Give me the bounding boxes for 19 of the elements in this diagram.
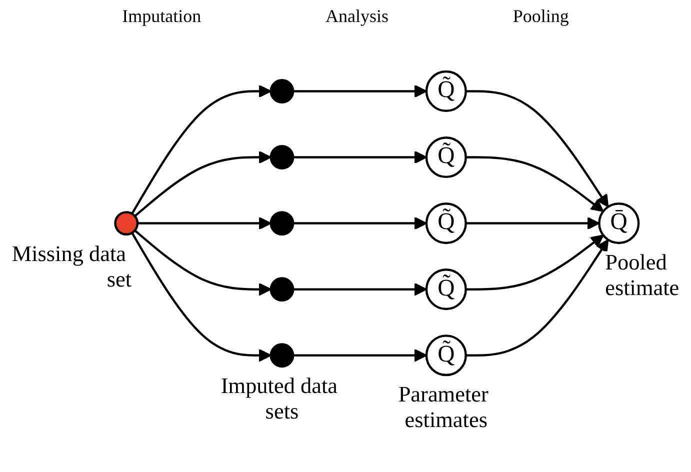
circle-node: Q̄ xyxy=(598,202,640,244)
circle-node xyxy=(270,79,294,104)
node-caption: Parameter estimates xyxy=(398,382,488,432)
node-caption: Imputed data sets xyxy=(220,373,338,424)
circle-node xyxy=(270,343,294,368)
circle-node: Q̃ xyxy=(425,334,467,376)
circle-node: Q̃ xyxy=(425,136,467,178)
node-caption: Missing data set xyxy=(12,241,132,292)
circle-node xyxy=(270,277,294,302)
column-heading: Pooling xyxy=(512,6,569,28)
circle-node xyxy=(270,145,294,170)
node-caption: Pooled estimate xyxy=(605,250,680,300)
circle-node: Q̃ xyxy=(425,70,467,112)
circle-node: Q̃ xyxy=(425,202,467,244)
circle-node: Q̃ xyxy=(425,268,467,310)
circle-node xyxy=(270,211,294,236)
column-heading: Imputation xyxy=(122,6,202,28)
circle-node xyxy=(114,211,139,236)
column-heading: Analysis xyxy=(325,6,388,28)
